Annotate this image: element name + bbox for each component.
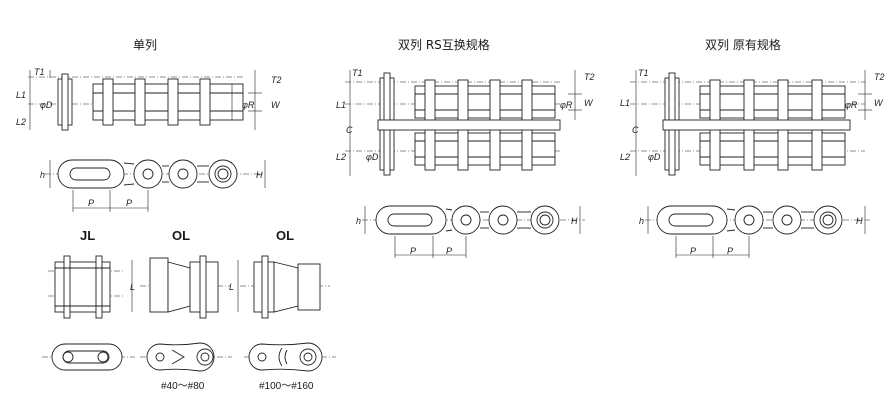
dim-L2: L2 [620,152,630,162]
dim-C: C [632,125,639,135]
double-rs-side-view [362,205,585,258]
title-single-strand: 单列 [133,38,158,52]
dim-T2: T2 [271,75,282,85]
dim-L1: L1 [336,100,346,110]
dim-phiD: φD [648,152,661,162]
dim-W: W [874,98,884,108]
title-double-rs: 双列 RS互换规格 [398,38,490,52]
dim-H: H [571,216,578,226]
dim-T1: T1 [34,67,45,77]
dim-P-2: P [727,246,733,256]
double-original-top-view [630,70,872,176]
dim-L2: L2 [336,152,346,162]
dim-T1: T1 [352,68,363,78]
dim-H: H [856,216,863,226]
dim-L1: L1 [16,90,26,100]
label-ol-large: OL [276,228,295,243]
single-side-view [45,159,266,212]
dim-P-2: P [126,198,132,208]
dim-L-ol-small: L [130,282,135,292]
dim-phiR: φR [845,100,858,110]
jl-side-view [42,343,135,371]
dim-T1: T1 [638,68,649,78]
dim-P-1: P [410,246,416,256]
dim-L2: L2 [16,117,26,127]
ol-large-side-view [244,342,336,372]
dim-phiR: φR [560,100,573,110]
dim-P-1: P [88,198,94,208]
single-side-dimension-labels: h H P P [40,170,263,208]
title-double-original: 双列 原有规格 [705,38,781,52]
label-ol-small: OL [172,228,191,243]
single-top-view [28,70,262,131]
dim-W: W [584,98,594,108]
double-rs-side-labels: h H P P [356,216,578,256]
jl-top-view [48,255,125,319]
ol-large-top-view [237,255,330,319]
dim-T2: T2 [584,72,595,82]
ol-small-side-view [140,342,232,372]
single-top-dimension-labels: T1 L1 L2 φD φR T2 W [16,67,282,127]
ol-small-top-view [131,255,230,319]
label-jl: JL [80,228,96,243]
jl-ol-length-labels: L L [130,282,234,292]
dim-T2: T2 [874,72,885,82]
dim-C: C [346,125,353,135]
double-rs-top-view [345,70,582,176]
dim-P-2: P [446,246,452,256]
dim-P-1: P [690,246,696,256]
caption-ol-large: #100～#160 [259,381,314,392]
dim-h: h [356,216,361,226]
dim-L1: L1 [620,98,630,108]
double-rs-top-labels: T1 L1 C L2 φD φR T2 W [336,68,595,162]
double-original-side-view [645,205,870,258]
double-original-top-labels: T1 L1 C L2 φD φR T2 W [620,68,885,162]
dim-phiD: φD [40,100,53,110]
dim-h: h [40,170,45,180]
dim-phiD: φD [366,152,379,162]
dim-h: h [639,216,644,226]
dim-W: W [271,100,281,110]
dim-phiR: φR [242,100,255,110]
caption-ol-small: #40～#80 [161,381,205,392]
dim-L-ol-large: L [229,282,234,292]
dim-H: H [256,170,263,180]
double-original-side-labels: h H P P [639,216,863,256]
